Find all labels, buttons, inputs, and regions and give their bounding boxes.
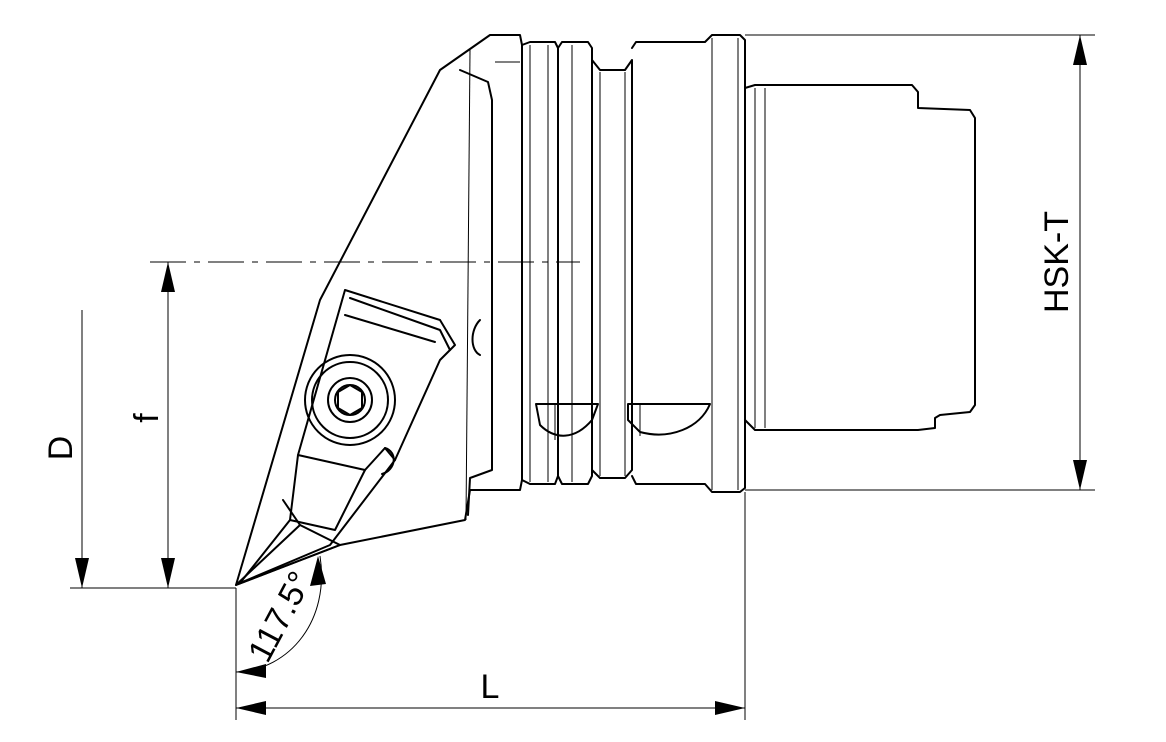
cutting-insert (235, 289, 456, 586)
dimension-hsk: HSK-T (1038, 35, 1087, 490)
tool-head (235, 34, 523, 586)
dimension-L: L (236, 668, 745, 715)
flange (521, 34, 746, 493)
dimension-f: f (128, 262, 175, 588)
hsk-shank (744, 84, 976, 431)
dimension-angle-label: 117.5° (241, 565, 320, 668)
dimension-D: D (42, 310, 89, 588)
clamp-screw (304, 354, 396, 446)
dimension-angle: 117.5° (235, 555, 326, 678)
center-lines (150, 61, 580, 263)
dimension-hsk-label: HSK-T (1038, 211, 1076, 313)
dimension-L-label: L (481, 668, 500, 706)
extension-lines (70, 34, 1095, 720)
dimension-f-label: f (128, 413, 166, 423)
dimension-D-label: D (42, 436, 80, 461)
